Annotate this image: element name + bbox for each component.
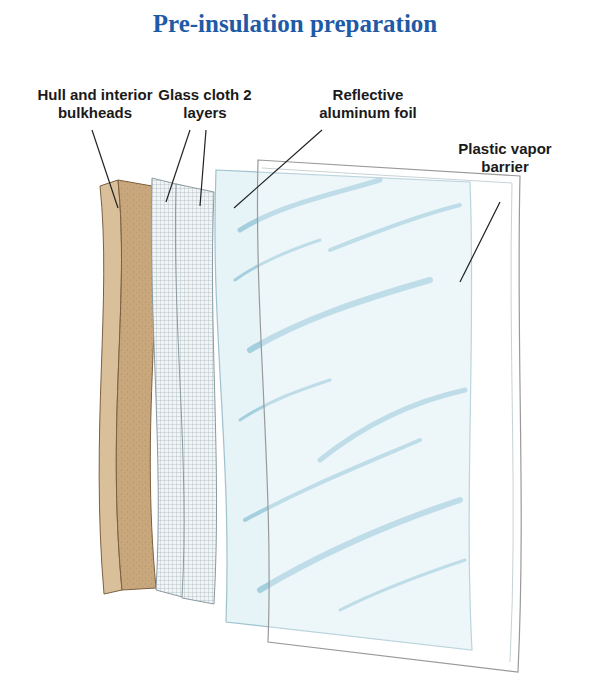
glass-cloth-layer xyxy=(175,184,216,604)
part-label: Reflective aluminum foil xyxy=(309,86,427,122)
vapor-barrier-edge xyxy=(262,168,513,662)
vapor-barrier xyxy=(257,160,521,672)
hull-face xyxy=(116,180,156,590)
title: Pre-insulation preparation xyxy=(0,10,590,38)
part-label: Glass cloth 2 layers xyxy=(157,86,253,122)
leader-lines xyxy=(92,130,500,282)
part-label: Hull and interior bulkheads xyxy=(20,86,170,122)
part-label: Plastic vapor barrier xyxy=(449,140,561,176)
